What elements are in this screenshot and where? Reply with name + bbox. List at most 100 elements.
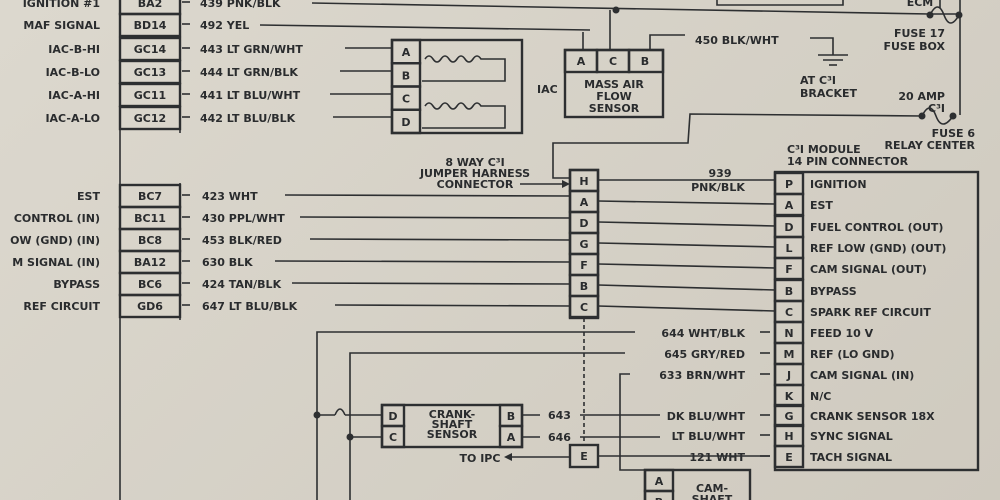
wire-label: 630 BLK	[202, 256, 253, 269]
crank-label: SENSOR	[427, 428, 478, 441]
wire-label: 450 BLK/WHT	[695, 34, 779, 47]
iac-pin: D	[401, 116, 410, 129]
ecm-signal-label: REF CIRCUIT	[23, 300, 100, 313]
module-pin-label: REF LOW (GND) (OUT)	[810, 242, 946, 255]
iac-coil-icon	[422, 55, 506, 82]
module-pin: H	[784, 430, 793, 443]
ipc-pin: E	[580, 450, 588, 463]
module-pin-label: SYNC SIGNAL	[810, 430, 893, 443]
ecm-signal-label: IGNITION #1	[23, 0, 100, 10]
module-pin-label: FUEL CONTROL (OUT)	[810, 221, 943, 234]
ecm-pin-label: GD6	[137, 300, 163, 313]
crank-pin: A	[507, 431, 516, 444]
maf-label: MASS AIR	[584, 78, 644, 91]
ecm-box-edge	[716, 0, 844, 6]
jumper-label: 8 WAY C³I	[445, 156, 504, 169]
ecm-signal-label: IAC-B-HI	[48, 43, 100, 56]
wire-label: 453 BLK/RED	[202, 234, 282, 247]
cam-label: SHAFT	[692, 493, 733, 500]
ecm-signal-label: IAC-A-HI	[48, 89, 100, 102]
ecm-pin-label: BC11	[134, 212, 166, 225]
maf-pin: A	[577, 55, 586, 68]
wire	[597, 284, 776, 291]
module-pin-label: CRANK SENSOR 18X	[810, 410, 935, 423]
jumper-label: JUMPER HARNESS	[419, 167, 530, 180]
jumper-pin: B	[580, 280, 588, 293]
ground-location-label: AT C³I	[800, 74, 836, 87]
wire-label: 441 LT BLU/WHT	[200, 89, 301, 102]
ecm-pin-label: BC7	[138, 190, 162, 203]
wire-crossing	[334, 408, 346, 416]
maf-pin: B	[641, 55, 649, 68]
module-pin-label: CAM SIGNAL (OUT)	[810, 263, 927, 276]
module-pin-label: FEED 10 V	[810, 327, 874, 340]
wire-label: 442 LT BLU/BLK	[200, 112, 296, 125]
maf-pin-box	[627, 48, 665, 74]
ecm-pin-label: GC12	[134, 112, 166, 125]
jumper-pin: H	[579, 175, 588, 188]
iac-pin: B	[402, 69, 410, 82]
wire-label: 430 PPL/WHT	[202, 212, 285, 225]
ecm-pin-box	[118, 105, 182, 131]
module-pin: L	[785, 242, 792, 255]
module-pin-label: EST	[810, 199, 833, 212]
wire-label: 423 WHT	[202, 190, 258, 203]
wire-label: 424 TAN/BLK	[202, 278, 282, 291]
crank-label: SHAFT	[432, 418, 473, 431]
iac-coil-icon	[422, 102, 506, 129]
crank-label: CRANK-	[429, 408, 475, 421]
wire-label: DK BLU/WHT	[667, 410, 746, 423]
ignition-feed-wire	[552, 113, 923, 179]
ecm-signal-label: IAC-B-LO	[46, 66, 100, 79]
fuse-label: C³I	[928, 102, 945, 115]
wire-label: 644 WHT/BLK	[661, 327, 745, 340]
module-pin: D	[784, 221, 793, 234]
module-pin: G	[784, 410, 793, 423]
ecm-pin-label: BD14	[134, 19, 167, 32]
module-pin-label: SPARK REF CIRCUIT	[810, 306, 931, 319]
maf-label: FLOW	[596, 90, 632, 103]
wire	[597, 242, 776, 248]
ecm-label: ECM	[907, 0, 934, 9]
wire-644	[316, 331, 635, 500]
wire	[597, 200, 776, 205]
wire-label: PNK/BLK	[691, 181, 745, 194]
wire	[597, 221, 776, 227]
module-pin: J	[786, 369, 791, 382]
module-pin: C	[785, 306, 793, 319]
ecm-pin-label: BC8	[138, 234, 162, 247]
ecm-pin-box	[118, 293, 182, 319]
iac-label: IAC	[537, 83, 558, 96]
wire-label: 492 YEL	[200, 19, 249, 32]
wire-label: 643	[548, 409, 571, 422]
wire-492	[259, 24, 591, 31]
jumper-pin: G	[579, 238, 588, 251]
ground-wire	[810, 37, 834, 55]
module-pin: K	[785, 390, 794, 403]
module-pin-label: CAM SIGNAL (IN)	[810, 369, 914, 382]
wire	[649, 34, 685, 50]
ecm-signal-label: BYPASS	[53, 278, 100, 291]
wire	[597, 263, 776, 269]
cam-pin-box	[643, 489, 675, 500]
iac-pin: A	[402, 46, 411, 59]
module-pin-label: N/C	[810, 390, 831, 403]
fuse-6-icon	[921, 107, 954, 125]
wire-label: 633 BRN/WHT	[659, 369, 745, 382]
jumper-pin: C	[580, 301, 588, 314]
ecm-signal-label: MAF SIGNAL	[23, 19, 100, 32]
arrow-icon	[504, 453, 512, 461]
ipc-pin-box	[568, 443, 600, 469]
ecm-signal-label: OW (GND) (IN)	[10, 234, 100, 247]
fuse-label: 20 AMP	[898, 90, 945, 103]
module-pin-label: IGNITION	[810, 178, 867, 191]
jumper-pin: D	[579, 217, 588, 230]
fuse-label: FUSE 6	[932, 127, 976, 140]
wire-645	[349, 352, 625, 500]
jumper-label: CONNECTOR	[437, 178, 514, 191]
jumper-pin: F	[580, 259, 588, 272]
wire	[284, 194, 571, 197]
wire-label: 939	[709, 167, 732, 180]
ecm-pin-label: BA2	[138, 0, 163, 10]
crank-pin: C	[389, 431, 397, 444]
